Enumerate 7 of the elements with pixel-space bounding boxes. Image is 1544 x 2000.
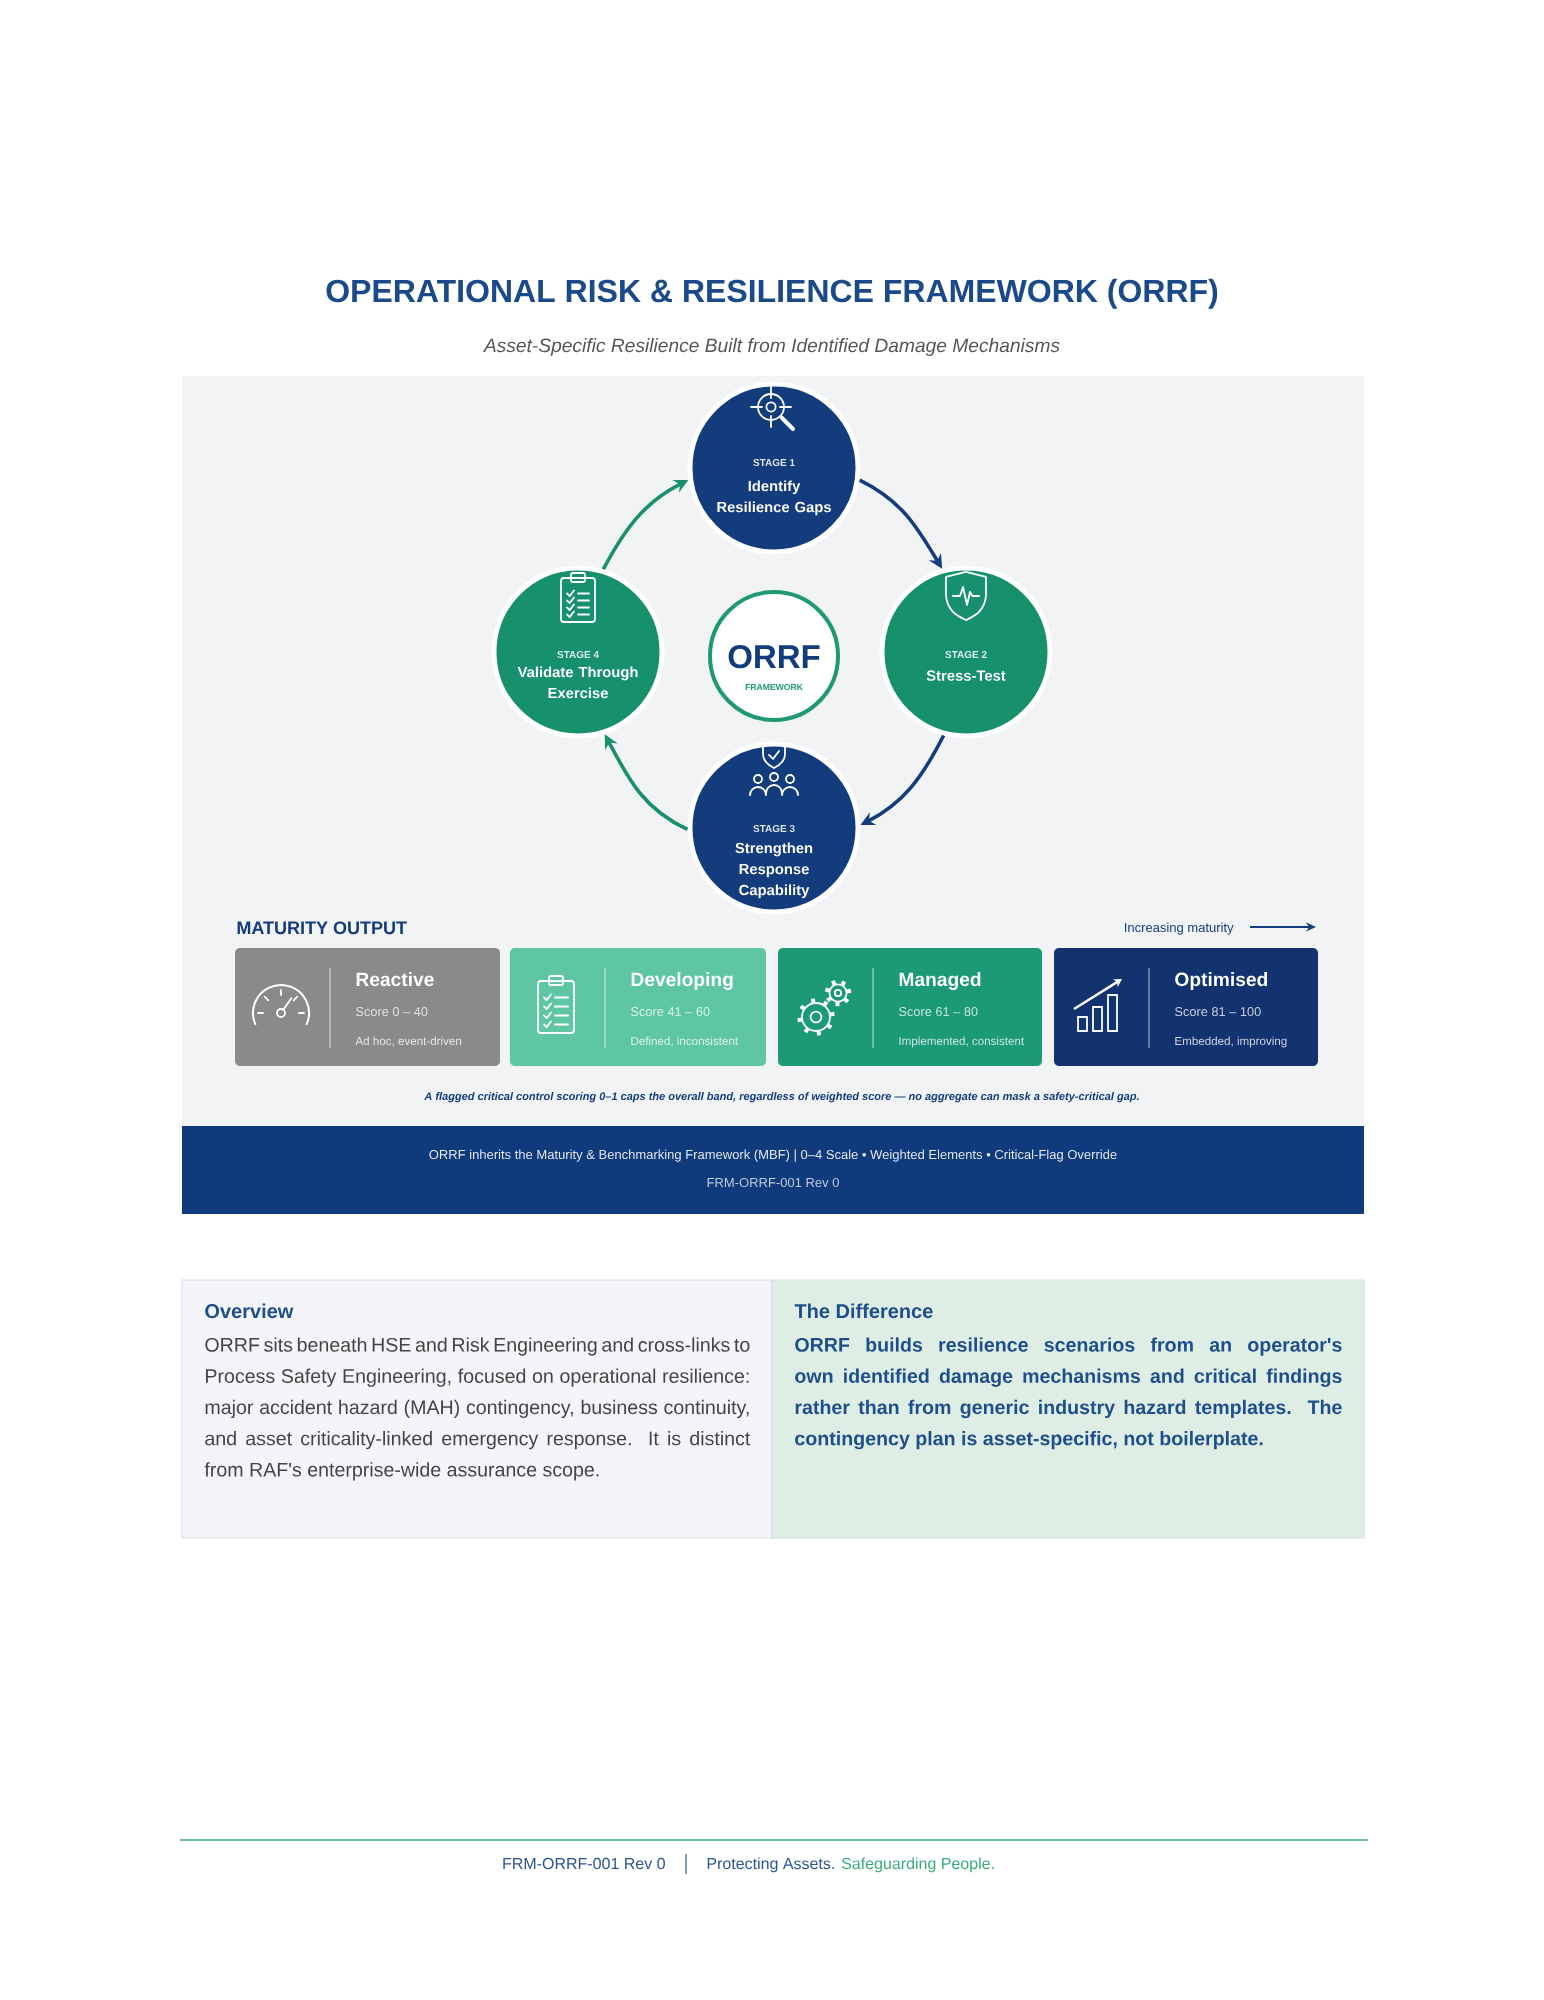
document-code: FRM-ORRF-001 Rev 0	[503, 1857, 665, 1870]
tagline: Protecting Assets.	[707, 1857, 834, 1873]
page-title: OPERATIONAL RISK & RESILIENCE FRAMEWORK (ORRF)	[326, 278, 1218, 309]
text-panel: Overview ORRF sits beneath HSE and Risk Engineering and cross-links to Process Safety Engineering, focused on operational resilience: major accident hazard (MAH) contingency, business continuity, and asset criticality-linked emergency response. It is distinct from RAF's enterprise-wide assurance scope.	[181, 1279, 773, 1539]
tagline: Safeguarding People.	[841, 1857, 994, 1873]
subtitle: Asset-Specific Resilience Built from Identified Damage Mechanisms	[482, 338, 1060, 356]
text-panel: The Difference ORRF builds resilience scenarios from an operator's own identified damage mechanisms and critical findings rather than from generic industry hazard templates. The contingency plan is asset-specific, not boilerplate.	[771, 1279, 1365, 1539]
